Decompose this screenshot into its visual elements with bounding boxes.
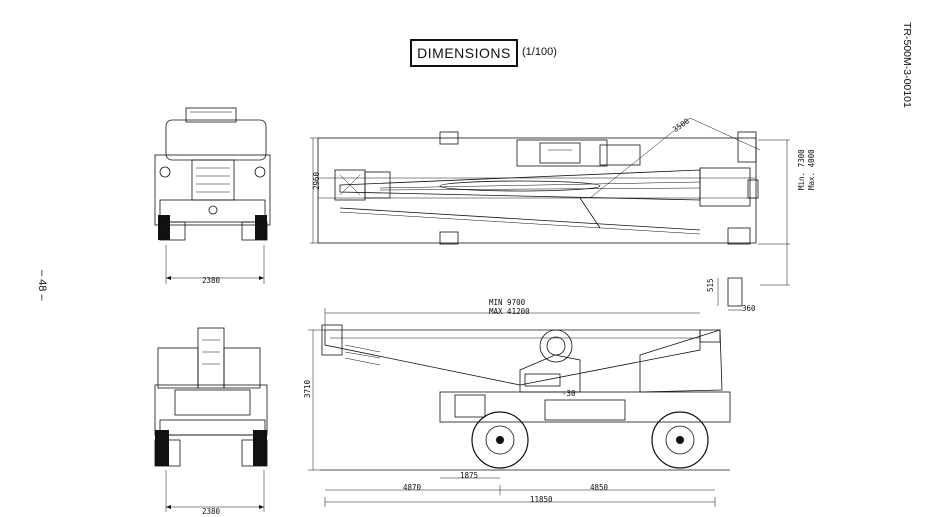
swing-radius-dim: 3500 (671, 116, 691, 134)
wheelbase-half-dim: 1875 (460, 471, 478, 480)
front-width-bottom-dim: 2380 (202, 507, 221, 516)
front-width-top-dim: 2380 (202, 276, 221, 285)
rear-view-bottom: 2380 (154, 327, 268, 516)
page-title: DIMENSIONS (410, 39, 518, 67)
boom-min-dim: MIN 9700 (489, 298, 526, 307)
boom-max-dim: MAX 41200 (489, 307, 530, 316)
rear-overhang-dim: 4850 (590, 483, 609, 492)
front-view-top: 2380 (154, 107, 271, 285)
overall-height-dim: 3710 (303, 379, 312, 398)
float-size-a-dim: 515 (706, 278, 715, 292)
outrigger-min-dim: Min. 7300 (797, 149, 806, 190)
front-overhang-dim: 4870 (403, 483, 422, 492)
overall-length-dim: 11850 (530, 495, 553, 504)
scale-label: (1/100) (522, 46, 557, 58)
outrigger-max-dim: Max. 4000 (807, 149, 816, 190)
top-view: 3500 2960 Min. 7300 Max. 4000 515 360 (310, 116, 816, 313)
boom-angle-label: -30 (562, 389, 576, 398)
top-width-dim: 2960 (312, 171, 321, 190)
side-view: MIN 9700 MAX 41200 -30 3710 1875 4870 48… (303, 298, 731, 507)
document-number: TR-500M-3-00101 (901, 22, 913, 108)
page-number: – 48 – (36, 270, 48, 301)
float-size-b-dim: 360 (742, 304, 756, 313)
